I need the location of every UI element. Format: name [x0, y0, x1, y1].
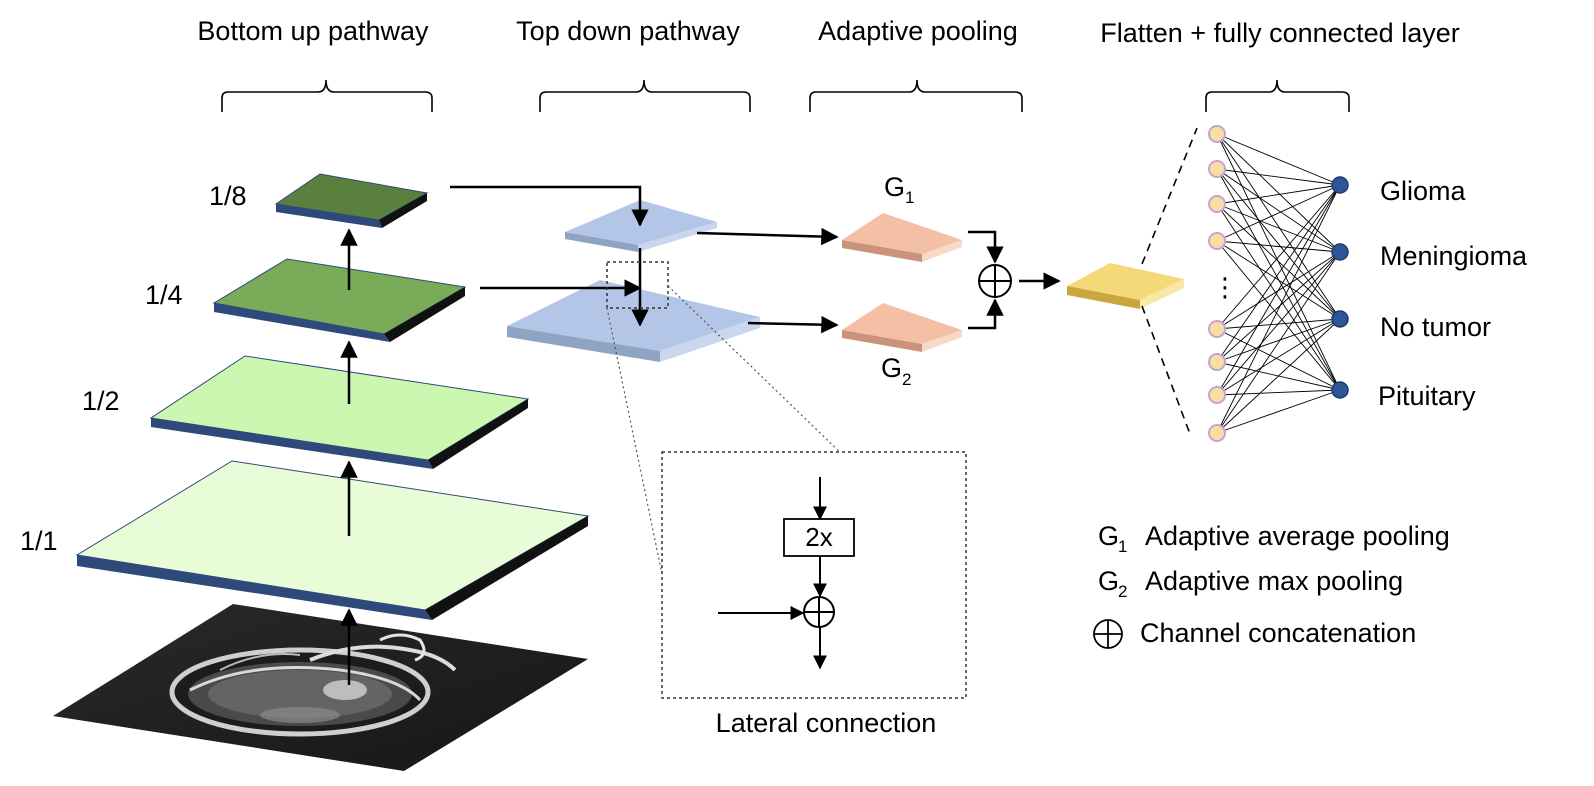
- class-label-no-tumor: No tumor: [1380, 312, 1491, 342]
- header-braces: [221, 79, 1350, 112]
- class-label-meningioma: Meningioma: [1380, 241, 1528, 271]
- scale-label-1-8: 1/8: [209, 181, 247, 211]
- g2-label: G 2: [881, 353, 911, 389]
- fc-edge: [1216, 251, 1341, 434]
- fc-input-node: [1208, 125, 1226, 143]
- scale-label-1-4: 1/4: [145, 280, 183, 310]
- fc-output-node: [1331, 381, 1349, 399]
- fc-edge: [1216, 184, 1341, 396]
- layer-scale-1-1: [75, 460, 590, 620]
- fc-input-node: [1208, 424, 1226, 442]
- fc-ellipsis: ⋮: [1212, 272, 1238, 302]
- fc-edge: [1216, 251, 1341, 363]
- flatten-layer: [1067, 263, 1184, 309]
- brace-adaptive-pooling: [809, 79, 1023, 112]
- concat-symbol: [978, 264, 1012, 298]
- header-adaptive-pooling: Adaptive pooling: [818, 16, 1018, 46]
- svg-text:1: 1: [1118, 537, 1127, 556]
- svg-text:2: 2: [1118, 582, 1127, 601]
- brace-top-down: [539, 79, 751, 112]
- fc-edge: [1216, 168, 1341, 186]
- fc-output-node: [1331, 243, 1349, 261]
- class-label-glioma: Glioma: [1380, 176, 1467, 206]
- brace-flatten-fc: [1205, 79, 1350, 112]
- layer-scale-1-8: [274, 173, 429, 228]
- fc-edge: [1216, 133, 1341, 320]
- fc-input-node: [1208, 353, 1226, 371]
- brace-bottom-up: [221, 79, 433, 112]
- fc-edge: [1216, 318, 1341, 434]
- lateral-add-symbol: [803, 596, 835, 628]
- header-flatten-fc: Flatten + fully connected layer: [1100, 18, 1459, 48]
- fc-input-node: [1208, 160, 1226, 178]
- header-bottom-up: Bottom up pathway: [197, 16, 429, 46]
- fc-output-node: [1331, 310, 1349, 328]
- class-label-pituitary: Pituitary: [1378, 381, 1476, 411]
- fc-edge: [1216, 318, 1341, 396]
- fc-output-node: [1331, 176, 1349, 194]
- fc-input-node: [1208, 232, 1226, 250]
- fc-edges: [1216, 133, 1341, 434]
- upsample-label: 2x: [805, 522, 832, 552]
- fc-input-node: [1208, 320, 1226, 338]
- svg-text:G: G: [1098, 566, 1119, 596]
- fc-edge: [1216, 168, 1341, 320]
- fc-input-node: [1208, 195, 1226, 213]
- g1-label: G 1: [884, 172, 914, 207]
- fc-edge: [1216, 328, 1341, 391]
- fc-edge: [1216, 133, 1341, 253]
- fc-edge: [1216, 240, 1341, 320]
- layer-scale-1-4: [212, 258, 467, 342]
- fc-edge: [1216, 318, 1341, 363]
- lateral-detail-arrows: [718, 477, 827, 670]
- fc-edge: [1216, 184, 1341, 205]
- fc-edge: [1216, 203, 1341, 391]
- svg-text:G: G: [881, 353, 902, 383]
- legend-item-g1: G 1 Adaptive average pooling: [1098, 521, 1450, 556]
- fc-output-nodes: [1331, 176, 1349, 399]
- fc-edge: [1216, 389, 1341, 396]
- fc-edge: [1216, 184, 1341, 330]
- fc-edge: [1216, 389, 1341, 434]
- scale-label-1-2: 1/2: [82, 386, 120, 416]
- fc-edge: [1216, 184, 1341, 363]
- svg-text:G: G: [884, 172, 905, 202]
- flatten-expansion-lines: [1141, 127, 1198, 435]
- lateral-connection-box: [661, 451, 967, 699]
- svg-text:Adaptive max pooling: Adaptive max pooling: [1145, 566, 1403, 596]
- fc-edge: [1216, 240, 1341, 391]
- fc-edge: [1216, 251, 1341, 396]
- top-down-layer-large: [507, 280, 760, 362]
- fc-edge: [1216, 203, 1341, 320]
- svg-text:1: 1: [905, 188, 914, 207]
- fc-edge: [1216, 184, 1341, 242]
- fc-edge: [1216, 133, 1341, 186]
- fc-edge: [1216, 203, 1341, 253]
- lateral-arrows: [450, 185, 649, 327]
- legend-item-concat: Channel concatenation: [1093, 618, 1416, 649]
- scale-label-1-1: 1/1: [20, 526, 58, 556]
- layer-scale-1-2: [149, 355, 530, 469]
- pooling-layer-g2: [842, 303, 962, 352]
- legend-item-g2: G 2 Adaptive max pooling: [1098, 566, 1403, 601]
- lateral-connection-caption: Lateral connection: [716, 708, 937, 738]
- header-top-down: Top down pathway: [516, 16, 740, 46]
- fc-input-node: [1208, 386, 1226, 404]
- fc-edge: [1216, 168, 1341, 253]
- upsample-box: [783, 518, 855, 557]
- svg-text:G: G: [1098, 521, 1119, 551]
- legend-concat-icon: [1093, 619, 1123, 649]
- mri-input-image: [53, 604, 588, 771]
- pooling-layer-g1: [842, 213, 962, 262]
- fc-input-nodes: [1208, 125, 1226, 442]
- svg-text:Channel concatenation: Channel concatenation: [1140, 618, 1416, 648]
- svg-text:Adaptive average pooling: Adaptive average pooling: [1145, 521, 1450, 551]
- fc-edge: [1216, 240, 1341, 253]
- fc-edge: [1216, 184, 1341, 434]
- pooling-arrows: [696, 227, 1061, 334]
- svg-text:2: 2: [902, 370, 911, 389]
- lateral-zoom-region: [606, 261, 669, 309]
